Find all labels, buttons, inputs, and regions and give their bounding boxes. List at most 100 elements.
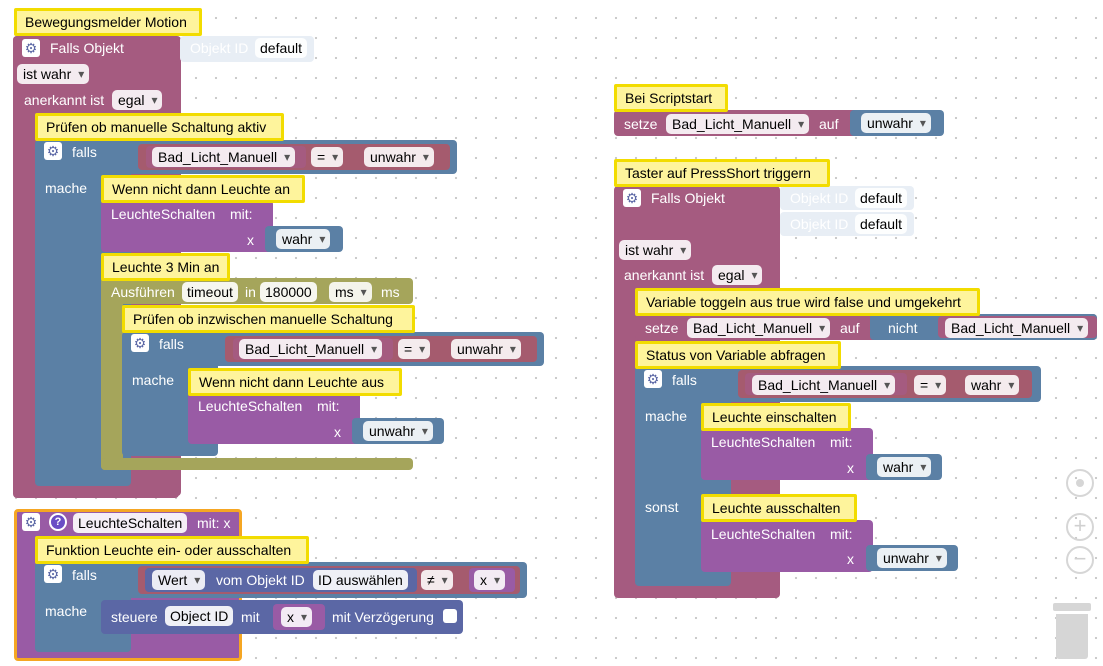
delay-label: mit Verzögerung bbox=[332, 609, 434, 625]
func-with-label: mit: bbox=[830, 526, 853, 542]
ack-dropdown[interactable]: egal bbox=[112, 90, 163, 110]
false-dropdown[interactable]: unwahr bbox=[363, 421, 433, 441]
ack-label: anerkannt ist bbox=[624, 267, 705, 283]
object-id-value[interactable]: default bbox=[855, 188, 908, 208]
do-label: mache bbox=[132, 372, 175, 388]
object-id-input[interactable]: Object ID bbox=[165, 606, 234, 626]
func-call-label: LeuchteSchalten bbox=[711, 526, 816, 542]
comment-status[interactable]: Status von Variable abfragen bbox=[635, 341, 841, 369]
operator-dropdown[interactable]: ≠ bbox=[421, 570, 453, 590]
object-id-label: Objekt ID bbox=[790, 190, 849, 206]
gear-icon[interactable]: ⚙ bbox=[644, 370, 662, 388]
value-dropdown[interactable]: Wert bbox=[152, 570, 206, 590]
variable-dropdown[interactable]: Bad_Licht_Manuell bbox=[687, 318, 831, 338]
timer-exec-label: Ausführen bbox=[111, 284, 175, 300]
gear-icon[interactable]: ⚙ bbox=[623, 189, 641, 207]
gear-icon[interactable]: ⚙ bbox=[44, 142, 62, 160]
param-x-label: x bbox=[247, 232, 254, 248]
gear-icon[interactable]: ⚙ bbox=[22, 513, 40, 531]
to-label: auf bbox=[819, 116, 839, 132]
do-label: mache bbox=[45, 180, 88, 196]
trigger-label: Falls Objekt bbox=[50, 40, 124, 56]
variable-dropdown[interactable]: Bad_Licht_Manuell bbox=[666, 114, 810, 134]
reset-center-icon[interactable] bbox=[1066, 469, 1094, 497]
timer-ms-label: ms bbox=[381, 284, 400, 300]
if-label: falls bbox=[72, 567, 97, 583]
operator-dropdown[interactable]: = bbox=[398, 339, 431, 359]
if-label: falls bbox=[672, 372, 697, 388]
function-name-input[interactable]: LeuchteSchalten bbox=[73, 513, 188, 533]
object-id-value[interactable]: default bbox=[255, 38, 308, 58]
comment-script-start[interactable]: Bei Scriptstart bbox=[614, 84, 728, 112]
comment-light-ausschalten[interactable]: Leuchte ausschalten bbox=[701, 494, 857, 522]
object-id-value[interactable]: default bbox=[855, 214, 908, 234]
help-icon[interactable]: ? bbox=[49, 513, 67, 531]
else-label: sonst bbox=[645, 499, 679, 515]
comment-motion[interactable]: Bewegungsmelder Motion bbox=[14, 8, 202, 36]
false-dropdown[interactable]: unwahr bbox=[861, 113, 931, 133]
func-with-label: mit: bbox=[317, 398, 340, 414]
func-with-label: mit: bbox=[830, 434, 853, 450]
gear-icon[interactable]: ⚙ bbox=[22, 39, 40, 57]
timer-in-label: in bbox=[245, 284, 256, 300]
if-label: falls bbox=[72, 144, 97, 160]
to-label: auf bbox=[840, 320, 860, 336]
true-dropdown[interactable]: wahr bbox=[877, 457, 932, 477]
func-call-label: LeuchteSchalten bbox=[111, 206, 216, 222]
variable-dropdown[interactable]: Bad_Licht_Manuell bbox=[152, 147, 296, 167]
operator-dropdown[interactable]: = bbox=[914, 375, 947, 395]
comment-light-on[interactable]: Wenn nicht dann Leuchte an bbox=[101, 175, 305, 203]
param-x-label: x bbox=[847, 460, 854, 476]
param-x-label: x bbox=[334, 424, 341, 440]
timer-var[interactable]: timeout bbox=[182, 282, 238, 302]
variable-dropdown[interactable]: Bad_Licht_Manuell bbox=[752, 375, 896, 395]
comment-timer[interactable]: Leuchte 3 Min an bbox=[101, 253, 230, 281]
object-id-label: Objekt ID bbox=[790, 216, 849, 232]
do-label: mache bbox=[45, 603, 88, 619]
trash-icon[interactable] bbox=[1053, 603, 1091, 659]
func-call-label: LeuchteSchalten bbox=[198, 398, 303, 414]
func-call-label: LeuchteSchalten bbox=[711, 434, 816, 450]
variable-dropdown[interactable]: Bad_Licht_Manuell bbox=[945, 318, 1089, 338]
comment-light-off[interactable]: Wenn nicht dann Leuchte aus bbox=[188, 368, 402, 396]
true-dropdown[interactable]: wahr bbox=[965, 375, 1020, 395]
variable-dropdown[interactable]: Bad_Licht_Manuell bbox=[239, 339, 383, 359]
func-with-label: mit: bbox=[230, 206, 253, 222]
id-select-input[interactable]: ID auswählen bbox=[313, 570, 408, 590]
ack-dropdown[interactable]: egal bbox=[712, 265, 763, 285]
gear-icon[interactable]: ⚙ bbox=[131, 334, 149, 352]
comment-taster[interactable]: Taster auf PressShort triggern bbox=[614, 159, 830, 187]
set-label: setze bbox=[645, 320, 679, 336]
var-x-dropdown[interactable]: x bbox=[474, 570, 505, 590]
condition-dropdown[interactable]: ist wahr bbox=[619, 240, 692, 260]
control-label: steuere bbox=[111, 609, 158, 625]
not-label: nicht bbox=[888, 320, 918, 336]
comment-check2[interactable]: Prüfen ob inzwischen manuelle Schaltung bbox=[122, 305, 415, 333]
comment-check-manual[interactable]: Prüfen ob manuelle Schaltung aktiv bbox=[35, 113, 284, 141]
timer-value[interactable]: 180000 bbox=[260, 282, 317, 302]
comment-light-einschalten[interactable]: Leuchte einschalten bbox=[701, 403, 851, 431]
set-label: setze bbox=[624, 116, 658, 132]
gear-icon[interactable]: ⚙ bbox=[44, 565, 62, 583]
comment-toggle[interactable]: Variable toggeln aus true wird false und… bbox=[635, 288, 980, 316]
do-label: mache bbox=[645, 408, 688, 424]
true-dropdown[interactable]: wahr bbox=[276, 229, 331, 249]
operator-dropdown[interactable]: = bbox=[311, 147, 344, 167]
zoom-out-icon[interactable]: − bbox=[1066, 546, 1094, 574]
ack-label: anerkannt ist bbox=[24, 92, 105, 108]
object-id-label: Objekt ID bbox=[190, 40, 249, 56]
false-dropdown[interactable]: unwahr bbox=[451, 339, 521, 359]
trigger-label: Falls Objekt bbox=[651, 190, 725, 206]
false-dropdown[interactable]: unwahr bbox=[364, 147, 434, 167]
delay-checkbox[interactable] bbox=[443, 609, 457, 623]
comment-function[interactable]: Funktion Leuchte ein- oder ausschalten bbox=[35, 536, 309, 564]
zoom-in-icon[interactable]: + bbox=[1066, 513, 1094, 541]
with-label: mit bbox=[241, 609, 260, 625]
function-params-label: mit: x bbox=[197, 515, 231, 531]
param-x-label: x bbox=[847, 551, 854, 567]
timer-unit-dropdown[interactable]: ms bbox=[329, 282, 372, 302]
from-object-label: vom Objekt ID bbox=[216, 572, 305, 588]
condition-dropdown[interactable]: ist wahr bbox=[17, 64, 90, 84]
var-x-dropdown[interactable]: x bbox=[281, 607, 312, 627]
false-dropdown[interactable]: unwahr bbox=[877, 548, 947, 568]
